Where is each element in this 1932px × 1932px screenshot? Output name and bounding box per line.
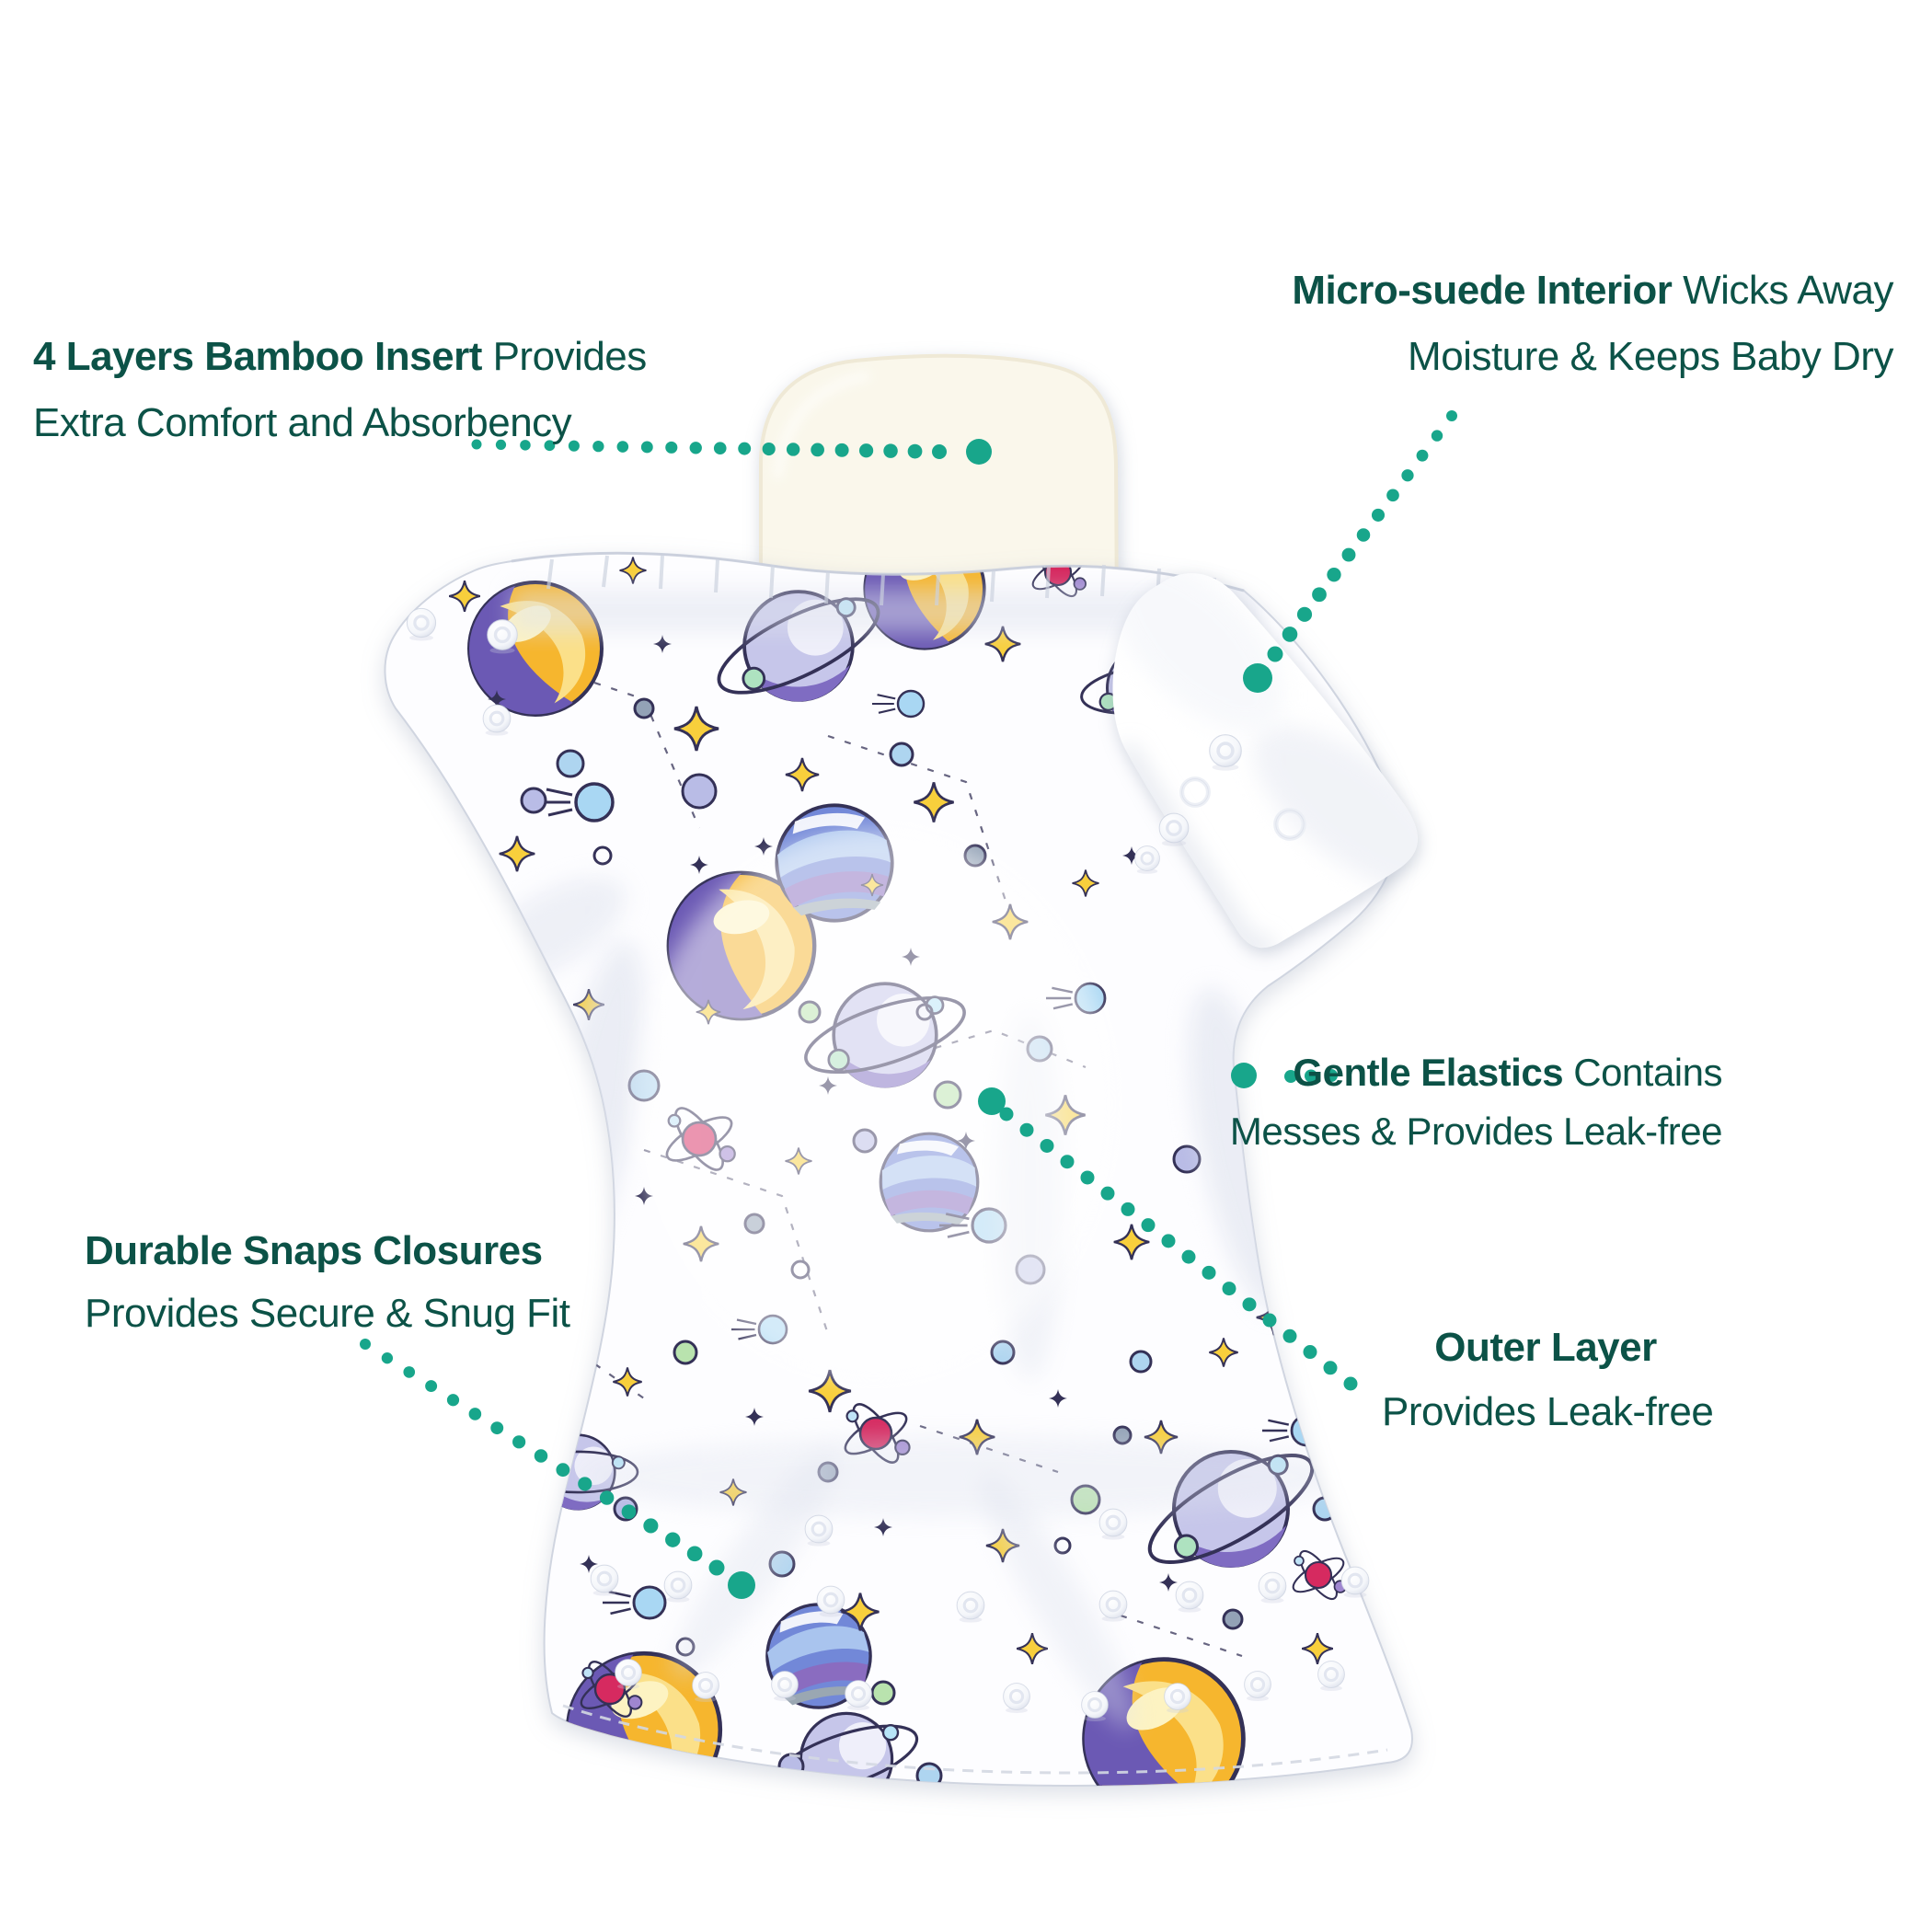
hem-stitch (562, 1704, 1388, 1775)
callout-heading: 4 Layers Bamboo Insert (33, 334, 482, 379)
callout-heading-rest: Wicks Away (1672, 268, 1893, 313)
callout-heading: Micro-suede Interior (1292, 268, 1673, 313)
callout-line1: Outer Layer (1382, 1316, 1709, 1380)
callout-outer-layer: Outer Layer Provides Leak-free (1382, 1316, 1714, 1444)
callout-line1: 4 Layers Bamboo Insert Provides (33, 324, 647, 390)
leader-endpoint-dot (1231, 1063, 1257, 1088)
leader-line-gentle-elastics (1231, 1063, 1338, 1088)
callout-heading: Gentle Elastics (1293, 1051, 1564, 1094)
leader-endpoint-dot (978, 1087, 1006, 1115)
leader-endpoint-dot (966, 439, 992, 465)
leader-endpoint-dot (728, 1571, 755, 1599)
callout-heading-rest: Provides (481, 334, 648, 379)
callout-line2: Moisture & Keeps Baby Dry (1408, 334, 1893, 379)
waist-elastic-edge (511, 551, 1245, 610)
leader-line-micro-suede (1243, 410, 1457, 693)
callout-heading-rest: Contains (1563, 1051, 1722, 1094)
callout-durable-snaps: Durable Snaps Closures Provides Secure &… (85, 1220, 570, 1345)
callout-gentle-elastics: Gentle Elastics Contains Messes & Provid… (1229, 1043, 1723, 1161)
leader-line-bamboo-insert (471, 439, 992, 465)
callout-line2: Provides Secure & Snug Fit (85, 1291, 570, 1336)
callout-line1: Micro-suede Interior Wicks Away (1292, 258, 1893, 324)
callout-line2: Provides Leak-free (1382, 1389, 1714, 1434)
leader-line-durable-snaps (360, 1339, 755, 1599)
callout-line2: Messes & Provides Leak-free (1229, 1110, 1723, 1153)
leader-line-outer-layer (978, 1087, 1358, 1391)
callout-heading: Durable Snaps Closures (85, 1228, 543, 1273)
leader-endpoint-dot (1243, 663, 1272, 693)
callout-heading: Outer Layer (1434, 1325, 1657, 1370)
callout-line1: Gentle Elastics Contains (1230, 1043, 1722, 1102)
callout-line1: Durable Snaps Closures (85, 1220, 569, 1282)
callout-micro-suede: Micro-suede Interior Wicks Away Moisture… (1292, 258, 1893, 390)
callout-line2: Extra Comfort and Absorbency (33, 400, 572, 445)
callout-bamboo-insert: 4 Layers Bamboo Insert Provides Extra Co… (33, 324, 647, 456)
